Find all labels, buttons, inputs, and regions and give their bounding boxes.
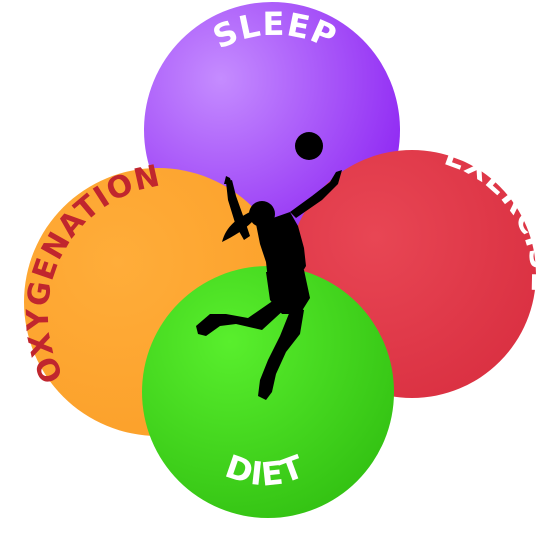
- jumping-athlete-icon: [196, 170, 342, 400]
- volleyball-ball-icon: [295, 132, 323, 160]
